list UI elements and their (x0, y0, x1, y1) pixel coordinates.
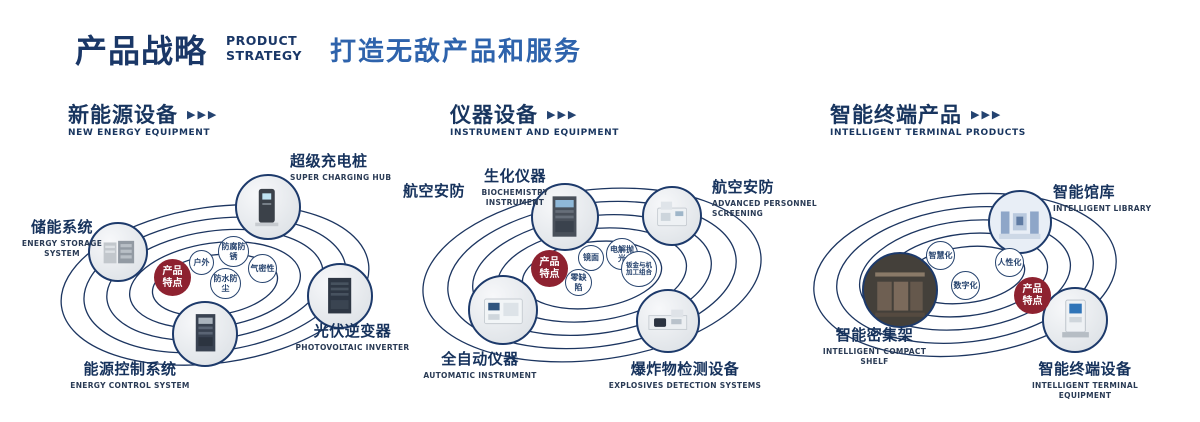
product-features-badge: 产品特点 (154, 259, 191, 296)
automatic-instrument-illustration (483, 298, 523, 324)
subtitle-line1: PRODUCT (226, 33, 298, 48)
label-en: BIOCHEMISTRY INSTRUMENT (481, 188, 549, 207)
label-en: INTELLIGENT LIBRARY (1053, 204, 1152, 213)
label-biochemistry-instrument: 生化仪器 BIOCHEMISTRY INSTRUMENT (455, 165, 575, 208)
label-zh: 航空安防 (403, 182, 466, 200)
feature-bubble: 气密性 (248, 254, 277, 283)
label-zh: 生化仪器 (483, 167, 546, 185)
feature-bubble: 零缺陷 (565, 269, 592, 296)
label-energy-control: 能源控制系统 ENERGY CONTROL SYSTEM (55, 358, 205, 391)
product-features-badge: 产品特点 (531, 250, 568, 287)
product-features-badge: 产品特点 (1014, 277, 1051, 314)
label-zh: 能源控制系统 (83, 360, 177, 378)
label-zh: 全自动仪器 (441, 350, 519, 368)
label-en: ENERGY STORAGE SYSTEM (21, 239, 103, 258)
subtitle-line2: STRATEGY (226, 48, 302, 63)
triple-chevron-icon: ▶▶▶ (547, 107, 579, 121)
section-newenergy-heading: 新能源设备 (68, 103, 178, 127)
label-personnel-screening: 航空安防 ADVANCED PERSONNEL SCREENING (712, 176, 827, 219)
biochemistry-instrument-photo (531, 183, 599, 251)
energy-storage-illustration (103, 240, 135, 264)
explosives-detection-photo (636, 289, 700, 353)
feature-bubble: 防水防尘 (210, 268, 241, 299)
label-zh: 储能系统 (30, 218, 93, 236)
label-zh: 航空安防 (712, 178, 775, 196)
tagline: 打造无敌产品和服务 (330, 37, 583, 67)
energy-control-photo (172, 301, 238, 367)
triple-chevron-icon: ▶▶▶ (187, 107, 219, 121)
label-pv-inverter: 光伏逆变器 PHOTOVOLTAIC INVERTER (290, 320, 415, 353)
label-energy-storage: 储能系统 ENERGY STORAGE SYSTEM (14, 216, 110, 259)
pv-inverter-photo (307, 263, 373, 329)
label-automatic-instrument: 全自动仪器 AUTOMATIC INSTRUMENT (420, 348, 540, 381)
charging-pile-illustration (255, 189, 279, 227)
intelligent-library-illustration (999, 211, 1041, 240)
label-en: INTELLIGENT COMPACT SHELF (822, 347, 927, 366)
section-terminal-heading-en: INTELLIGENT TERMINAL PRODUCTS (830, 128, 1026, 138)
section-terminal-heading: 智能终端产品 (830, 103, 962, 127)
label-super-charging-hub: 超级充电桩 SUPER CHARGING HUB (290, 150, 420, 183)
section-newenergy-heading-en: NEW ENERGY EQUIPMENT (68, 128, 211, 138)
label-terminal-equipment: 智能终端设备 INTELLIGENT TERMINAL EQUIPMENT (1005, 358, 1165, 401)
section-terminal-heading-row: 智能终端产品 ▶▶▶ (830, 99, 1002, 129)
triple-chevron-icon: ▶▶▶ (971, 107, 1003, 121)
label-en: ENERGY CONTROL SYSTEM (70, 381, 190, 390)
intelligent-library-photo (988, 190, 1052, 254)
automatic-instrument-photo (468, 275, 538, 345)
energy-storage-photo (88, 222, 148, 282)
label-explosives-detection: 爆炸物检测设备 EXPLOSIVES DETECTION SYSTEMS (595, 358, 775, 391)
label-zh: 爆炸物检测设备 (630, 360, 740, 378)
biochemistry-instrument-illustration (553, 196, 577, 238)
label-intelligent-library: 智能馆库 INTELLIGENT LIBRARY (1053, 181, 1168, 214)
charging-pile-photo (235, 174, 301, 240)
label-compact-shelf: 智能密集架 INTELLIGENT COMPACT SHELF (812, 324, 937, 367)
compact-shelf-illustration (875, 272, 925, 317)
compact-shelf-photo (862, 252, 938, 328)
section-instrument-heading: 仪器设备 (450, 103, 538, 127)
label-aviation-security-extra: 航空安防 (403, 180, 465, 201)
energy-control-illustration (196, 314, 216, 352)
section-instrument-heading-row: 仪器设备 ▶▶▶ (450, 99, 578, 129)
label-en: AUTOMATIC INSTRUMENT (423, 371, 537, 380)
page-subtitle: PRODUCT STRATEGY (226, 33, 302, 63)
label-en: INTELLIGENT TERMINAL EQUIPMENT (1031, 381, 1139, 400)
label-en: SUPER CHARGING HUB (290, 173, 392, 182)
feature-bubble: 智慧化 (926, 241, 955, 270)
page-title: 产品战略 (75, 32, 208, 70)
terminal-equipment-illustration (1062, 300, 1090, 338)
explosives-detection-illustration (648, 309, 688, 331)
label-en: ADVANCED PERSONNEL SCREENING (712, 199, 817, 218)
feature-bubble: 数字化 (951, 271, 980, 300)
personnel-screening-photo (642, 186, 702, 246)
section-newenergy-heading-row: 新能源设备 ▶▶▶ (68, 99, 218, 129)
feature-bubble: 人性化 (995, 248, 1024, 277)
label-en: PHOTOVOLTAIC INVERTER (295, 343, 410, 352)
label-zh: 光伏逆变器 (313, 322, 392, 340)
section-instrument-heading-en: INSTRUMENT AND EQUIPMENT (450, 128, 619, 138)
label-en: EXPLOSIVES DETECTION SYSTEMS (608, 381, 762, 390)
feature-bubble: 镜面 (578, 245, 604, 271)
label-zh: 智能馆库 (1053, 183, 1116, 201)
label-zh: 超级充电桩 (290, 152, 368, 170)
label-zh: 智能密集架 (835, 326, 914, 344)
pv-inverter-illustration (328, 278, 352, 314)
feature-bubble: 钣金与机加工组合 (621, 251, 657, 287)
feature-bubble: 防腐防锈 (218, 236, 249, 267)
label-zh: 智能终端设备 (1038, 360, 1132, 378)
personnel-screening-illustration (657, 201, 687, 227)
feature-bubble: 户外 (189, 250, 214, 275)
terminal-equipment-photo (1042, 287, 1108, 353)
